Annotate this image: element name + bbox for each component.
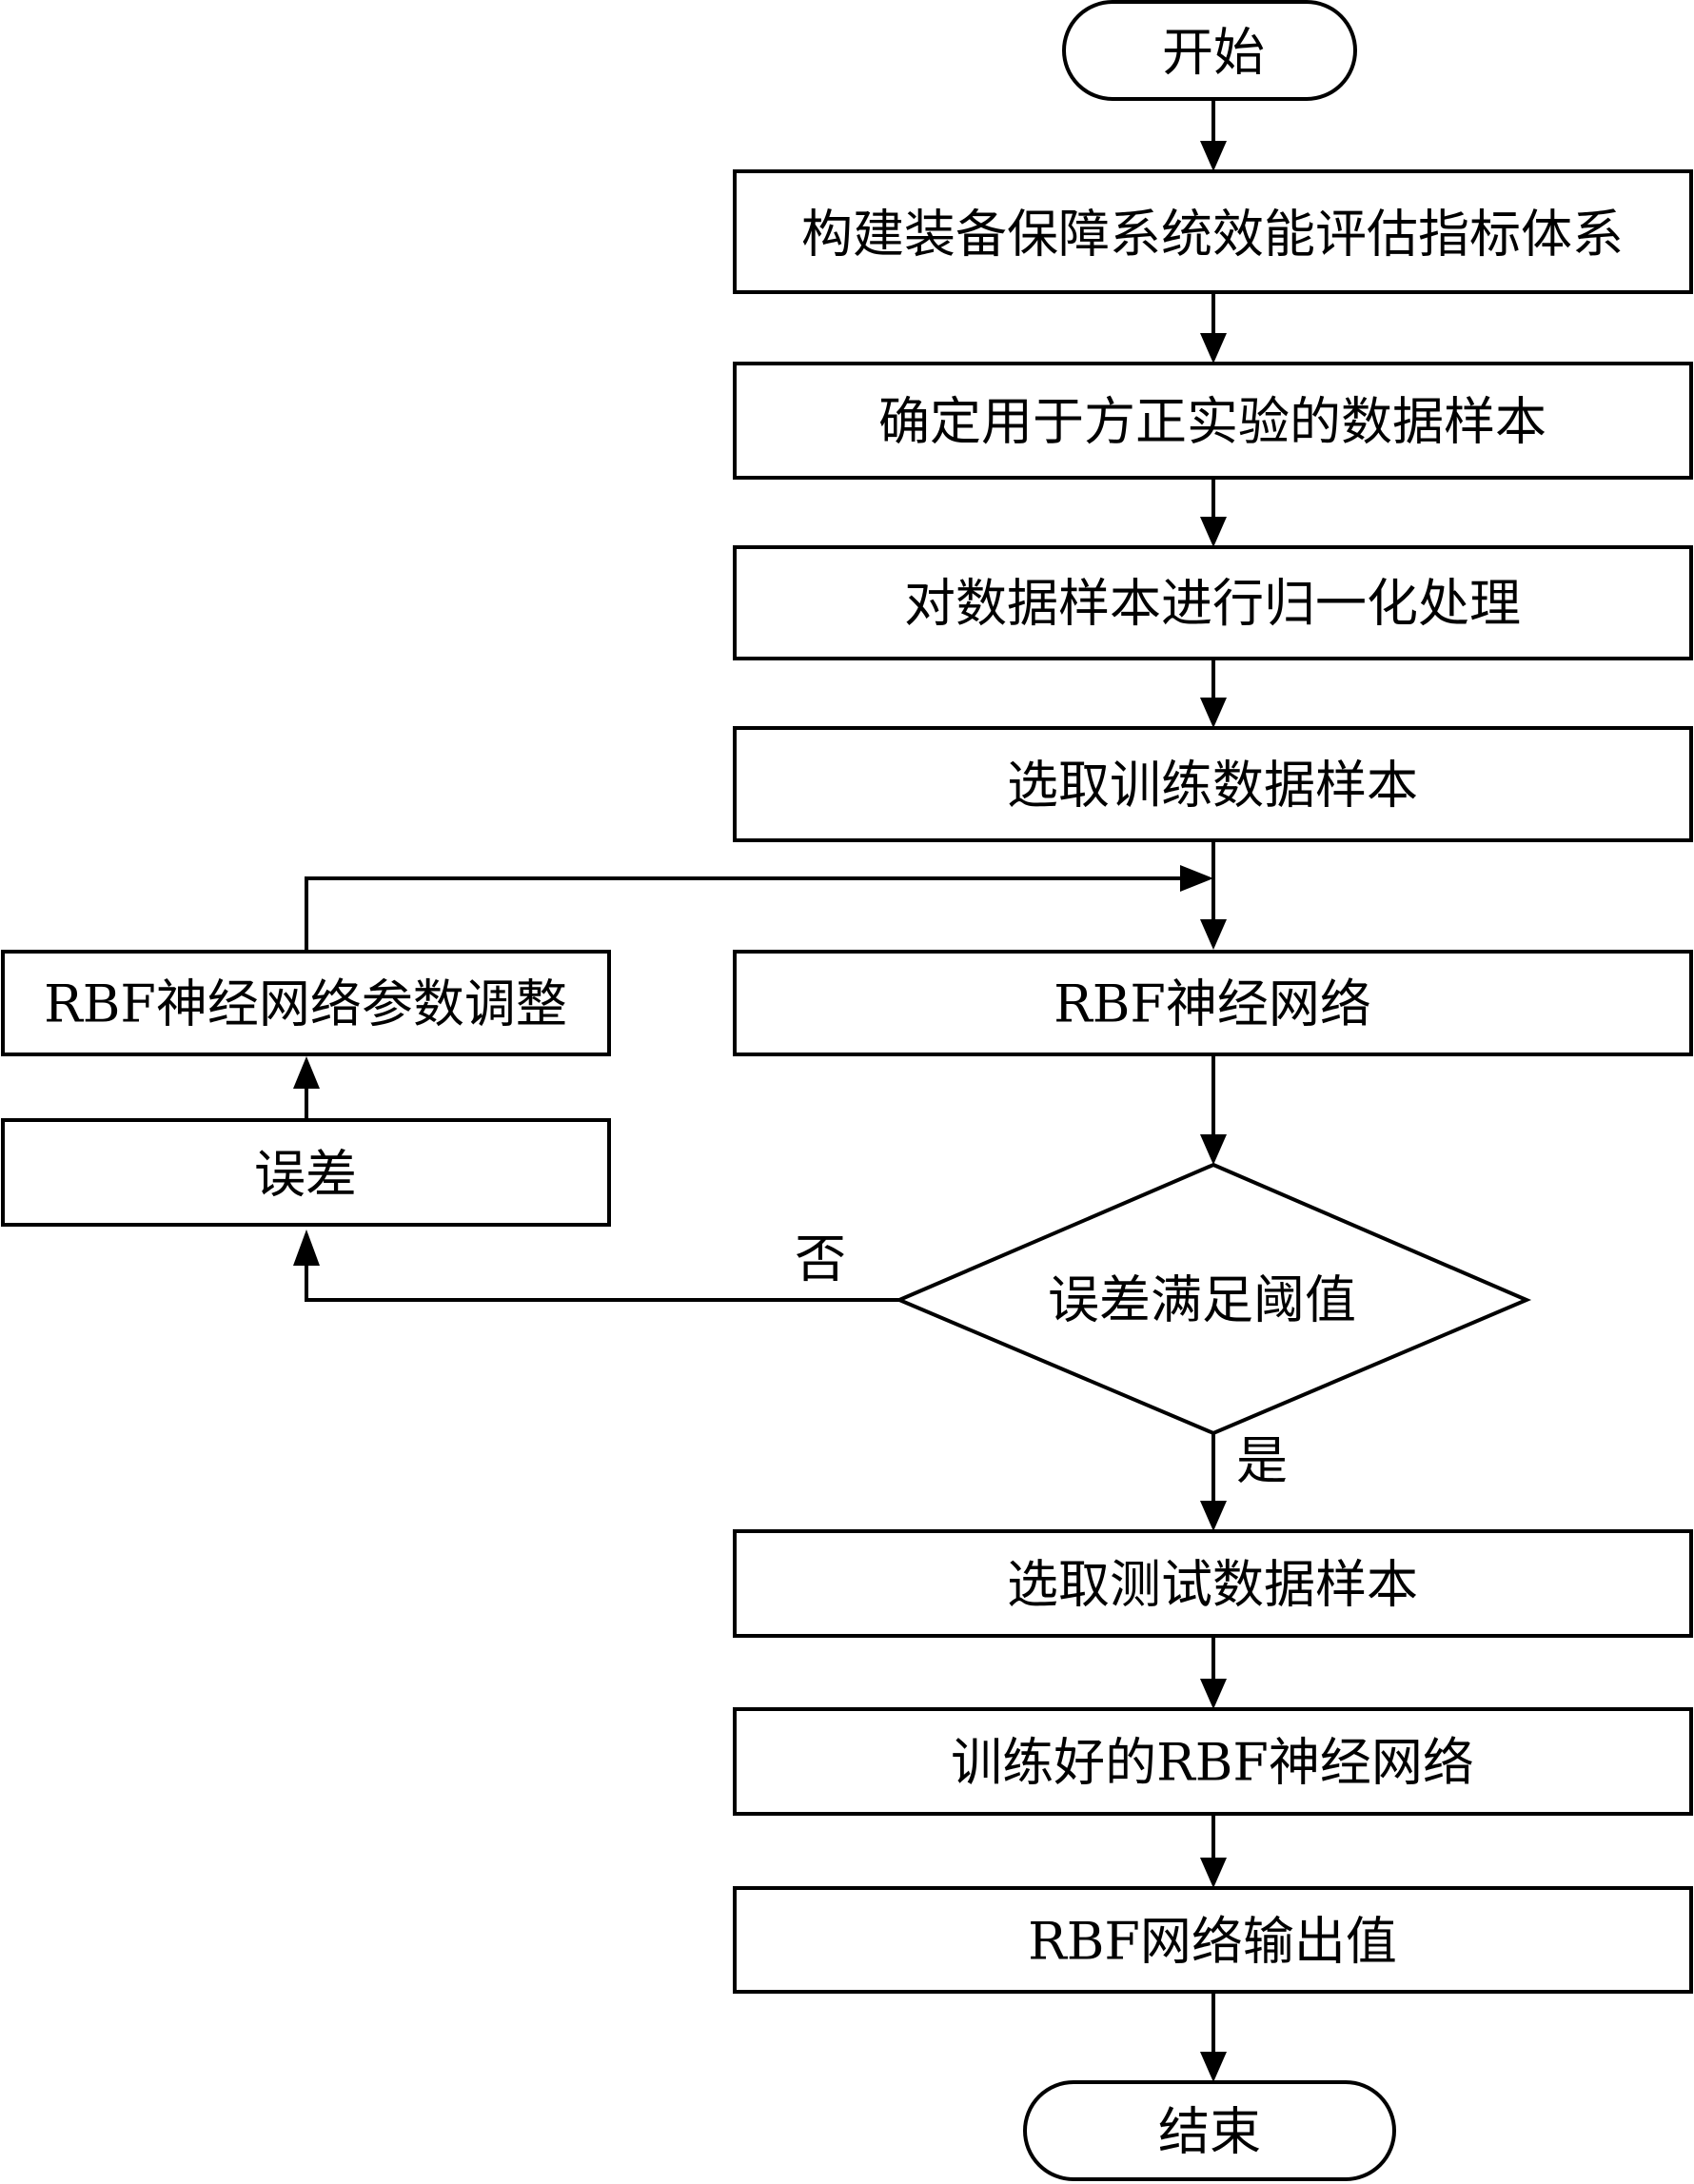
normalize-label: 对数据样本进行归一化处理 — [904, 574, 1521, 634]
start-label: 开始 — [1162, 23, 1265, 83]
arrowhead — [1200, 698, 1227, 728]
arrowhead — [1200, 1134, 1227, 1165]
arrowhead — [1200, 1501, 1227, 1531]
start-node: 开始 — [1062, 0, 1357, 101]
select-test-label: 选取测试数据样本 — [1007, 1555, 1418, 1615]
build-index-node: 构建装备保障系统效能评估指标体系 — [733, 169, 1693, 294]
edge-decision-no — [305, 1266, 899, 1302]
determine-samples-label: 确定用于方正实验的数据样本 — [878, 392, 1546, 452]
edge-label-yes: 是 — [1236, 1431, 1288, 1491]
select-test-node: 选取测试数据样本 — [733, 1529, 1693, 1638]
arrowhead — [293, 1056, 320, 1089]
normalize-node: 对数据样本进行归一化处理 — [733, 545, 1693, 660]
trained-rbf-node: 训练好的RBF神经网络 — [733, 1707, 1693, 1816]
param-adjust-node: RBF神经网络参数调整 — [1, 950, 611, 1056]
arrowhead — [1180, 865, 1213, 892]
arrowhead — [1200, 1679, 1227, 1709]
rbf-network-label: RBF神经网络 — [1054, 974, 1371, 1034]
error-label: 误差 — [254, 1145, 357, 1205]
arrowhead — [1200, 517, 1227, 547]
arrowhead — [1200, 1858, 1227, 1888]
connectors — [293, 99, 1227, 2082]
rbf-network-node: RBF神经网络 — [733, 950, 1693, 1056]
rbf-output-node: RBF网络输出值 — [733, 1886, 1693, 1994]
select-training-node: 选取训练数据样本 — [733, 726, 1693, 842]
select-training-label: 选取训练数据样本 — [1007, 756, 1418, 816]
decision-node: 误差满足阈值 — [894, 1162, 1532, 1436]
error-node: 误差 — [1, 1118, 611, 1227]
arrowhead — [1200, 333, 1227, 364]
arrowhead — [1200, 919, 1227, 950]
edge-adjust-loop-back — [305, 876, 1180, 952]
determine-samples-node: 确定用于方正实验的数据样本 — [733, 362, 1693, 480]
decision-label: 误差满足阈值 — [1048, 1270, 1356, 1330]
rbf-output-label: RBF网络输出值 — [1028, 1912, 1397, 1972]
arrowhead — [293, 1230, 320, 1266]
end-label: 结束 — [1158, 2102, 1261, 2162]
edge-label-no: 否 — [795, 1230, 846, 1289]
build-index-label: 构建装备保障系统效能评估指标体系 — [801, 205, 1624, 265]
trained-rbf-label: 训练好的RBF神经网络 — [951, 1733, 1474, 1793]
arrowhead — [1200, 2052, 1227, 2082]
param-adjust-label: RBF神经网络参数调整 — [44, 974, 567, 1034]
end-node: 结束 — [1023, 2080, 1396, 2181]
arrowhead — [1200, 141, 1227, 171]
